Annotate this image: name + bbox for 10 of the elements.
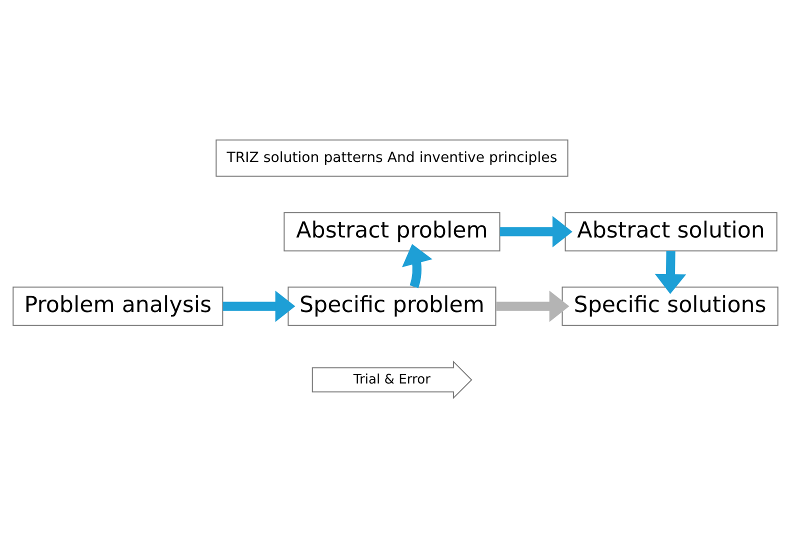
node-box: Problem analysis	[12, 286, 223, 326]
arrow	[222, 290, 295, 322]
node-box: Specific problem	[287, 286, 496, 326]
arrow	[495, 290, 569, 322]
arrow	[499, 216, 572, 247]
arrow	[654, 250, 686, 294]
node-box: Specific solutions	[561, 286, 778, 326]
node-box: TRIZ solution patterns And inventive principles	[215, 139, 568, 176]
node-box: Abstract solution	[564, 212, 777, 251]
node-box: Abstract problem	[283, 212, 500, 251]
